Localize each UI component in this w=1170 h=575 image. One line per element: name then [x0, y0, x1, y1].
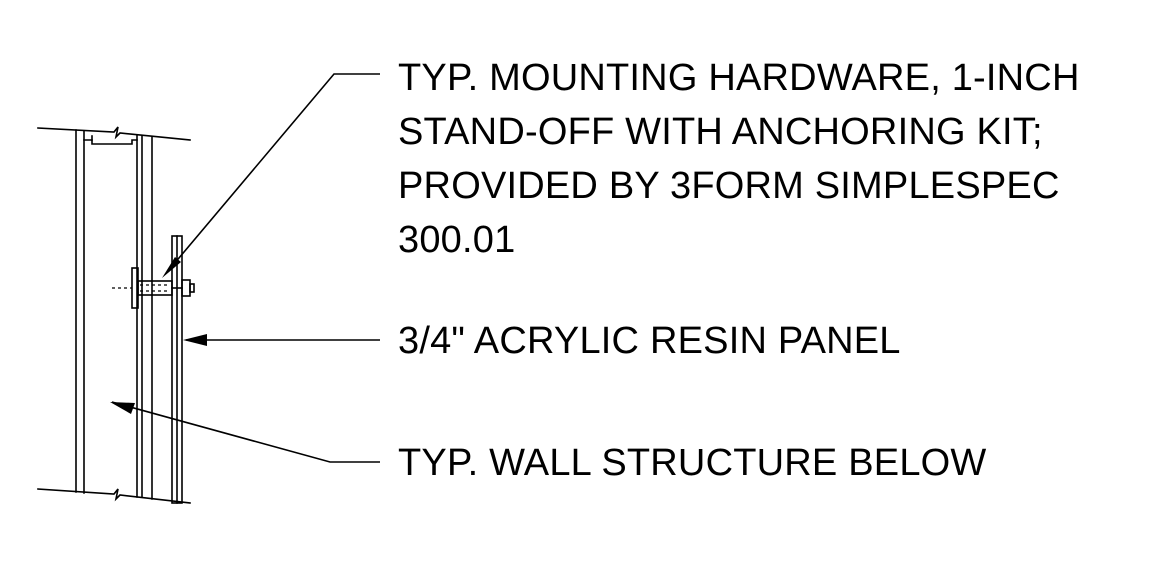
callout-wall-structure: TYP. WALL STRUCTURE BELOW	[398, 436, 986, 490]
arrowhead-wall	[110, 402, 135, 414]
callout-line: PROVIDED BY 3FORM SIMPLESPEC	[398, 165, 1060, 207]
arrowhead-hardware	[162, 257, 181, 278]
callout-line: STAND-OFF WITH ANCHORING KIT;	[398, 111, 1043, 153]
callout-mounting-hardware: TYP. MOUNTING HARDWARE, 1-INCH STAND-OFF…	[398, 51, 1080, 267]
standoff-cap-nub	[189, 283, 195, 293]
callout-line: TYP. WALL STRUCTURE BELOW	[398, 442, 987, 484]
leader-wall	[111, 401, 380, 463]
callout-line: 300.01	[398, 219, 516, 261]
bottom-break-line	[37, 488, 191, 504]
callout-line: 3/4" ACRYLIC RESIN PANEL	[398, 320, 901, 362]
callout-acrylic-panel: 3/4" ACRYLIC RESIN PANEL	[398, 314, 901, 368]
leader-hardware	[167, 73, 380, 272]
top-track	[83, 139, 138, 145]
top-break-line	[37, 126, 191, 141]
standoff-cap-head	[181, 279, 191, 297]
callout-line: TYP. MOUNTING HARDWARE, 1-INCH	[398, 57, 1080, 99]
arrowhead-panel	[183, 334, 207, 346]
standoff-barrel	[137, 280, 173, 296]
